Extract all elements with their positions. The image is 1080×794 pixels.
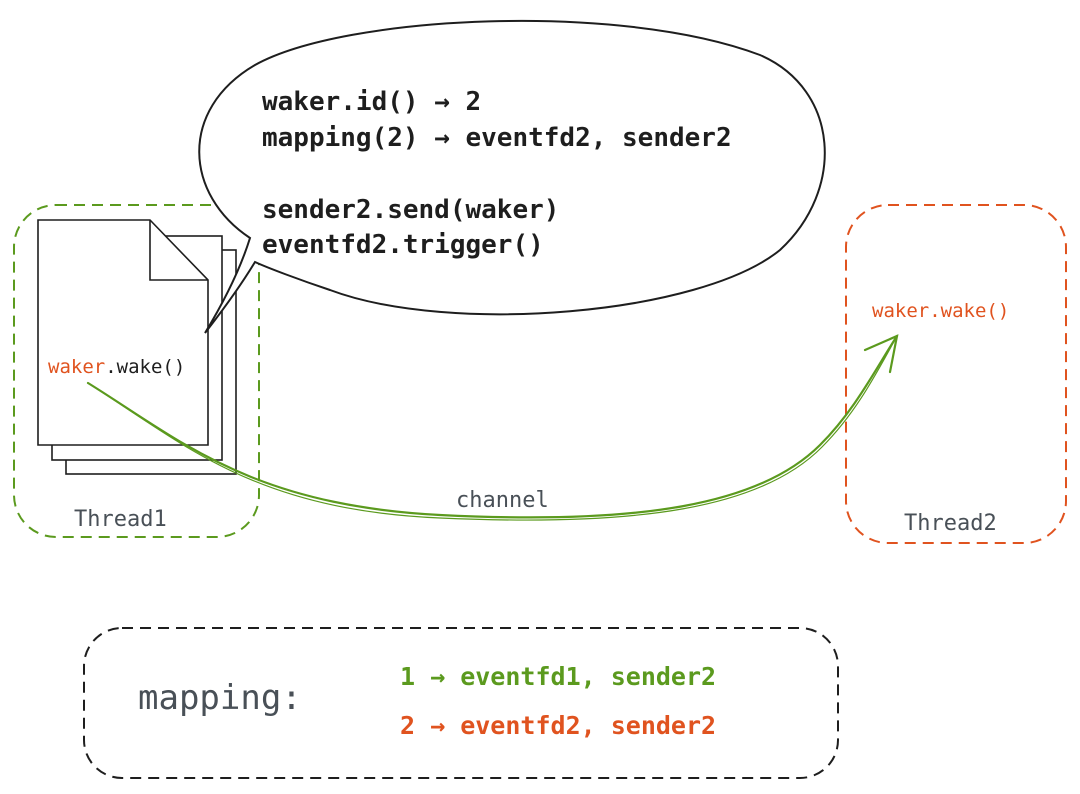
mapping-title: mapping: [138,678,302,718]
mapping-row-2: 2 → eventfd2, sender2 [400,711,716,740]
thread1-label: Thread1 [74,507,167,532]
thread1-call-prefix: waker [48,356,105,378]
bubble-line-5: eventfd2.trigger() [262,230,544,260]
speech-bubble [198,19,826,334]
thread1-call: waker.wake() [48,356,185,378]
thread2-box [845,204,1067,544]
channel-arrow [86,334,899,521]
bubble-line-2: mapping(2) → eventfd2, sender2 [262,123,732,153]
mapping-row-1: 1 → eventfd1, sender2 [400,662,716,691]
document-stack-icon [37,219,237,475]
arrowhead-icon [863,334,899,374]
bubble-code: waker.id() → 2 mapping(2) → eventfd2, se… [262,87,732,260]
channel-label: channel [456,488,549,513]
bubble-line-4: sender2.send(waker) [262,195,559,225]
mapping-box [83,627,839,779]
thread2-label: Thread2 [904,511,997,536]
thread1-box [13,204,260,538]
thread1-call-suffix: .wake() [105,356,185,378]
thread2-call: waker.wake() [872,300,1009,322]
bubble-line-1: waker.id() → 2 [262,87,481,117]
